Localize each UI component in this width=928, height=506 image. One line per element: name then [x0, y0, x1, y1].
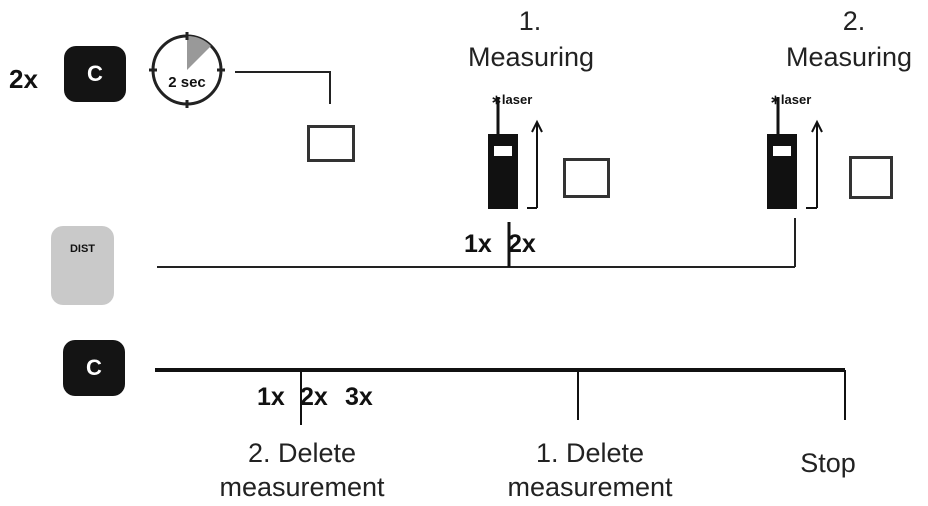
dist-key[interactable]: DIST [51, 226, 114, 305]
clear-key-label: C [87, 61, 103, 86]
measuring-2-label: Measuring [785, 42, 913, 72]
laser-star-icon: ∗ [770, 92, 781, 107]
timer-icon [149, 32, 225, 108]
laser-label-1: ∗laser [491, 92, 533, 107]
outcome-delete-1: 1. Delete measurement [507, 438, 673, 502]
repeat-count-label: 2x [9, 64, 38, 94]
dist-press-2x: 2x [508, 230, 536, 258]
clear-press-2x: 2x [300, 383, 328, 411]
display-square-2 [849, 156, 893, 199]
laser-label-2: ∗laser [770, 92, 812, 107]
dist-press-1x: 1x [464, 230, 492, 258]
laser-device-1 [488, 97, 543, 209]
outcome-stop: Stop [800, 448, 856, 478]
measuring-1-label: Measuring [467, 42, 595, 72]
clear-key-bottom[interactable]: C [63, 340, 125, 396]
timer-label: 2 sec [168, 74, 206, 91]
clear-press-1x: 1x [257, 383, 285, 411]
display-square-1 [563, 158, 610, 198]
outcome-delete-2: 2. Delete measurement [219, 438, 385, 502]
measuring-2-number: 2. [842, 6, 866, 36]
clear-key-label: C [86, 355, 102, 380]
laser-star-icon: ∗ [491, 92, 502, 107]
measuring-1-number: 1. [518, 6, 542, 36]
clear-key-top[interactable]: C [64, 46, 126, 102]
clear-press-3x: 3x [345, 383, 373, 411]
display-square-timer [307, 125, 355, 162]
dist-key-label: DIST [69, 243, 96, 255]
laser-device-2 [767, 97, 823, 209]
